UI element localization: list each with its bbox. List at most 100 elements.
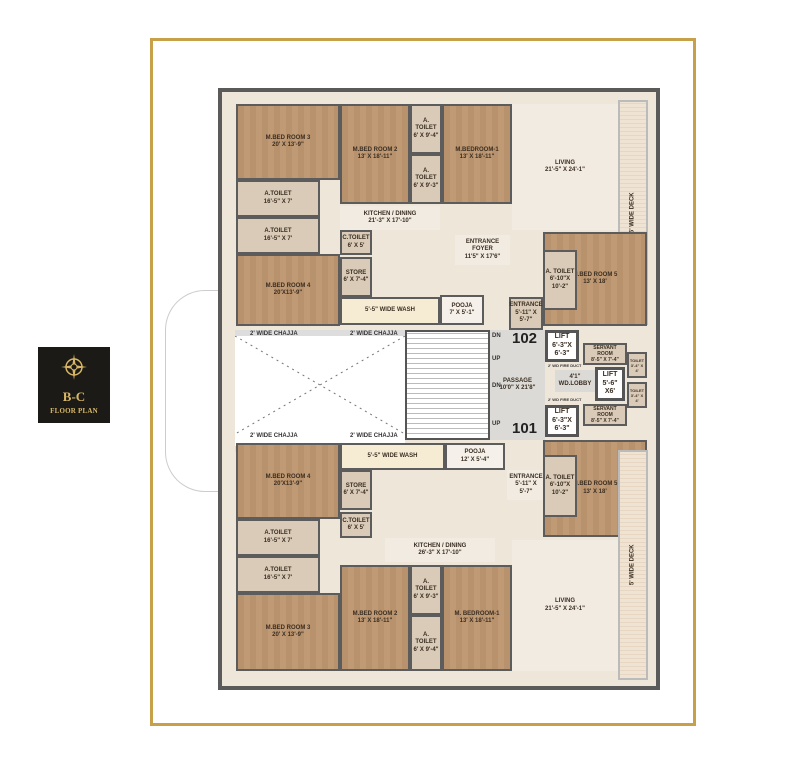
room-name: PASSAGE xyxy=(503,377,532,384)
room-dims: 6' X 9'-3" xyxy=(413,593,439,600)
room-upper-wash: 5'-5" WIDE WASH xyxy=(340,297,440,325)
room-dims: 8'-5" X 7'-4" xyxy=(591,357,619,364)
staircase[interactable] xyxy=(405,330,490,440)
room-name: A. TOILET xyxy=(415,167,437,182)
room-dims: 16'-5" X 7' xyxy=(263,574,293,581)
room-dims: 13' X 18'-11" xyxy=(459,618,495,624)
room-name: KITCHEN / DINING xyxy=(363,210,417,217)
room-dims: 3'-4" X 4' xyxy=(630,392,644,403)
room-name: TOILET xyxy=(629,357,645,363)
room-dims: 21'-5" X 24'-1" xyxy=(545,605,585,612)
fire-duct-label: 2' WD FIRE DUCT xyxy=(548,363,582,368)
room-name: ENTRANCE FOYER xyxy=(465,238,500,253)
room-name: M. BEDROOM-1 xyxy=(454,610,500,617)
room-dims: 13' X 18'-11" xyxy=(459,154,495,160)
room-dims: 6'-10"X 10'-2" xyxy=(549,482,571,496)
room-name: M.BED ROOM 3 xyxy=(265,134,311,141)
room-dims: 11'5" X 17'6" xyxy=(464,253,501,260)
room-dims: 13' X 18'-11" xyxy=(357,154,393,160)
room-name: 5' WIDE DECK xyxy=(629,544,636,586)
room-name: POOJA xyxy=(451,302,473,309)
room-name: M.BED ROOM 2 xyxy=(352,610,398,617)
void-cross-lines xyxy=(234,335,406,435)
room-name: A. TOILET xyxy=(545,268,575,275)
compass-icon xyxy=(61,354,87,380)
room-name: 5'-5" WIDE WASH xyxy=(365,307,415,314)
chajja-label: 2' WIDE CHAJJA xyxy=(350,433,398,439)
stair-up-label: UP xyxy=(492,421,501,427)
room-dims: 6' X 7'-4" xyxy=(343,277,369,283)
room-name: 5'-5" WIDE WASH xyxy=(367,452,418,459)
room-dims: 20'X13'-9" xyxy=(273,481,303,487)
floor-plan-logo: B-C FLOOR PLAN xyxy=(38,347,110,423)
room-name: STORE xyxy=(345,482,367,489)
room-name: ENTRANCE xyxy=(509,302,543,309)
room-dims: 16'-5" X 7' xyxy=(263,198,293,205)
chajja-label: 2' WIDE CHAJJA xyxy=(350,331,398,337)
room-dims: 5'-11" X 5'-7" xyxy=(515,481,537,495)
fire-duct-label: 2' WD FIRE DUCT xyxy=(548,397,582,402)
room-dims: 6' X 9'-3" xyxy=(413,182,439,189)
room-dims: 6' X 5' xyxy=(347,242,365,249)
room-name: POOJA xyxy=(464,449,486,455)
room-dims: 20'X13'-9" xyxy=(273,290,303,296)
room-name: ENTRANCE xyxy=(509,473,543,480)
room-name: M.BED ROOM 3 xyxy=(265,624,311,631)
room-name: A. TOILET xyxy=(545,474,575,481)
room-name: A. TOILET xyxy=(415,117,437,132)
room-dims: 13' X 18'-11" xyxy=(357,618,393,624)
room-name: A. TOILET xyxy=(415,631,437,646)
room-dims: 6' X 9'-4" xyxy=(413,132,439,139)
room-name: LIFT xyxy=(554,407,570,415)
room-name: LIVING xyxy=(554,159,575,166)
room-name: A.TOILET xyxy=(264,530,292,536)
chajja-label: 2' WIDE CHAJJA xyxy=(250,433,298,439)
room-name: KITCHEN / DINING xyxy=(413,542,467,549)
room-name: M.BED ROOM 4 xyxy=(265,282,311,289)
room-dims: WD.LOBBY xyxy=(558,381,592,387)
logo-subtitle: FLOOR PLAN xyxy=(50,407,98,415)
balcony-outline xyxy=(165,290,236,492)
room-name: M.BED ROOM 2 xyxy=(352,146,398,153)
room-dims: 5'-6" X6' xyxy=(602,379,618,396)
stair-dn-label: DN xyxy=(492,333,501,339)
room-name: C.TOILET xyxy=(342,517,370,524)
room-name: STORE xyxy=(345,269,367,276)
room-dims: 3'-4" X 4' xyxy=(630,362,644,373)
room-dims: 20' X 13'-9" xyxy=(272,142,304,148)
room-name: A.TOILET xyxy=(264,228,292,234)
room-name: M.BED ROOM 5 xyxy=(572,271,618,278)
flat-number-101: 101 xyxy=(512,420,538,437)
room-dims: 10'0" X 21'8" xyxy=(499,385,536,391)
flat-number-102: 102 xyxy=(512,330,538,347)
room-dims: 6'-3"X 6'-3" xyxy=(552,416,572,433)
room-dims: 16'-5" X 7' xyxy=(263,537,293,544)
room-name: 4'1" xyxy=(569,373,581,380)
